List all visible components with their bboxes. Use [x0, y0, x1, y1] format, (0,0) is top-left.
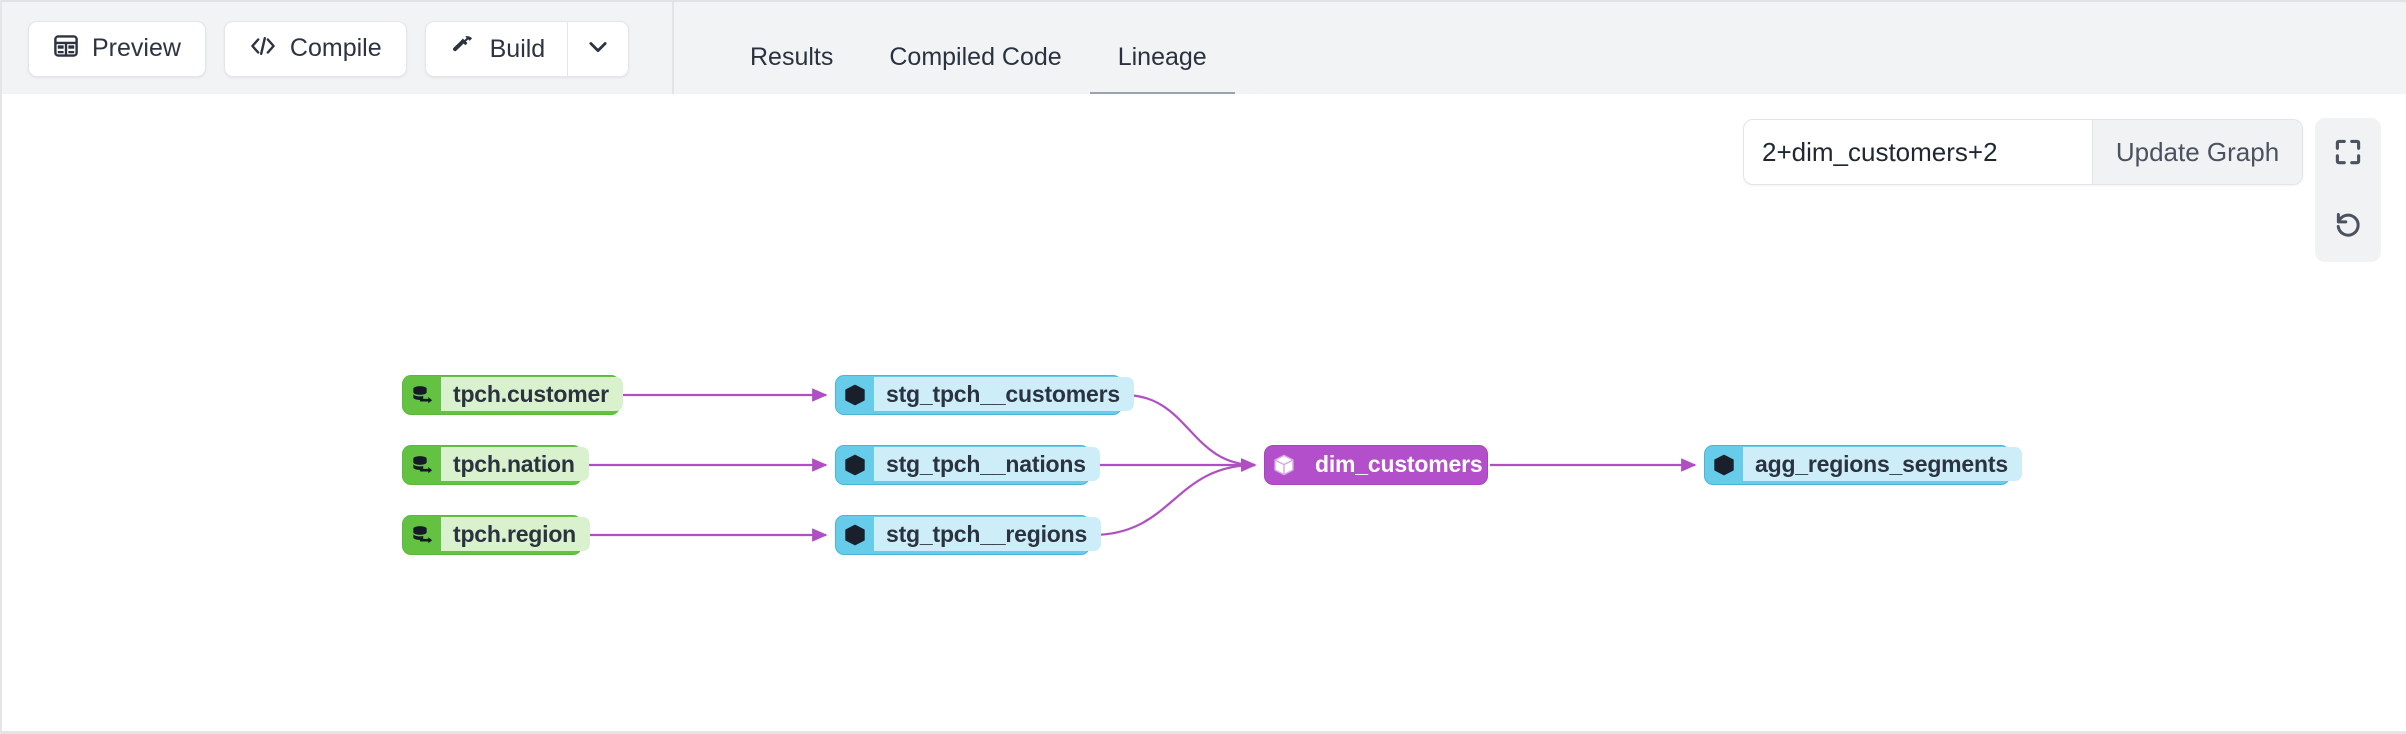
cube-icon	[1265, 445, 1303, 485]
lineage-node-dim_customers[interactable]: dim_customers	[1264, 445, 1488, 485]
table-icon	[53, 33, 79, 66]
database-source-icon	[403, 515, 441, 555]
lineage-graph: tpch.customer tpch.nation tpch.region st…	[2, 94, 2406, 731]
lineage-node-stg_tpch_nations[interactable]: stg_tpch__nations	[835, 445, 1090, 485]
chevron-down-icon	[585, 34, 611, 65]
build-button[interactable]: Build	[426, 22, 569, 76]
lineage-node-agg_regions_segments[interactable]: agg_regions_segments	[1704, 445, 2010, 485]
lineage-edge-stg_tpch_regions-to-dim_customers	[1092, 465, 1255, 535]
tab-lineage[interactable]: Lineage	[1090, 45, 1235, 96]
cube-icon	[836, 515, 874, 555]
lineage-node-stg_tpch_customers[interactable]: stg_tpch__customers	[835, 375, 1122, 415]
tab-compiled-code[interactable]: Compiled Code	[861, 45, 1089, 96]
compile-button-label: Compile	[290, 36, 382, 61]
lineage-node-label: tpch.region	[441, 517, 590, 551]
compile-button[interactable]: Compile	[224, 21, 407, 77]
database-source-icon	[403, 375, 441, 415]
preview-button[interactable]: Preview	[28, 21, 206, 77]
lineage-canvas[interactable]: Update Graph	[2, 94, 2406, 731]
lineage-node-label: stg_tpch__regions	[874, 517, 1101, 551]
build-dropdown-toggle[interactable]	[568, 22, 628, 76]
lineage-node-tpch_nation[interactable]: tpch.nation	[402, 445, 582, 485]
tab-results[interactable]: Results	[722, 45, 861, 96]
code-brackets-icon	[249, 34, 277, 65]
preview-button-label: Preview	[92, 36, 181, 61]
lineage-edge-stg_tpch_customers-to-dim_customers	[1124, 395, 1255, 465]
tab-bar: Results Compiled Code Lineage	[674, 2, 1235, 96]
lineage-node-label: tpch.nation	[441, 447, 589, 481]
lineage-node-label: stg_tpch__customers	[874, 377, 1134, 411]
lineage-node-stg_tpch_regions[interactable]: stg_tpch__regions	[835, 515, 1090, 555]
cube-icon	[836, 445, 874, 485]
lineage-node-tpch_region[interactable]: tpch.region	[402, 515, 582, 555]
cube-icon	[836, 375, 874, 415]
toolbar: Preview Compile	[2, 0, 2406, 94]
lineage-edges	[2, 94, 2406, 731]
lineage-node-label: agg_regions_segments	[1743, 447, 2022, 481]
toolbar-actions: Preview Compile	[2, 2, 674, 96]
lineage-node-label: stg_tpch__nations	[874, 447, 1100, 481]
database-source-icon	[403, 445, 441, 485]
hammer-icon	[450, 33, 477, 66]
lineage-node-tpch_customer[interactable]: tpch.customer	[402, 375, 620, 415]
cube-icon	[1705, 445, 1743, 485]
build-button-group: Build	[425, 21, 630, 77]
lineage-node-label: tpch.customer	[441, 377, 623, 411]
lineage-node-label: dim_customers	[1303, 447, 1504, 481]
build-button-label: Build	[490, 35, 546, 64]
